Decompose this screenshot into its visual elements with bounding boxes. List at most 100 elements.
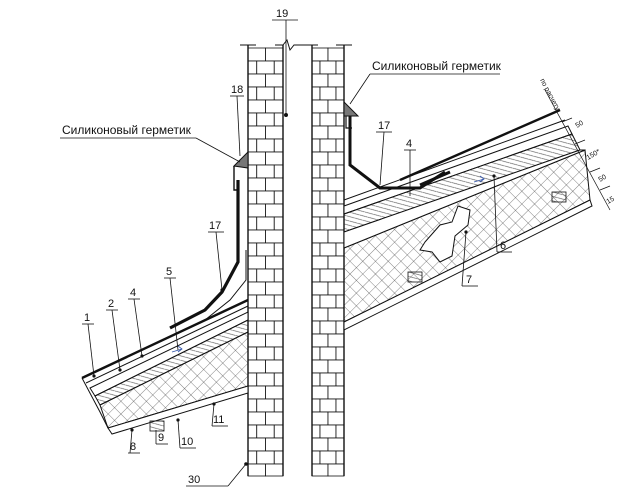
brick [335, 112, 345, 127]
brick [265, 177, 284, 192]
brick [273, 398, 284, 413]
brick [273, 424, 284, 439]
right-roof-slope [343, 108, 593, 331]
brick [247, 333, 266, 348]
wall-break-mark-top [240, 38, 352, 52]
label-18: 18 [231, 84, 243, 96]
label-2: 2 [108, 298, 114, 310]
brick [256, 372, 275, 387]
brick [319, 372, 337, 387]
brick [265, 463, 284, 477]
brick [327, 281, 345, 296]
dim-15: 15 [606, 196, 616, 206]
brick [247, 268, 258, 283]
left-sealant-bead [232, 150, 249, 169]
brick [247, 346, 258, 361]
brick [319, 86, 337, 101]
brick [247, 281, 266, 296]
brick [256, 60, 275, 75]
dim-50-bottom: 50 [598, 174, 608, 184]
brick [273, 216, 284, 231]
label-9: 9 [158, 432, 164, 444]
brick [311, 60, 321, 75]
right-roof-covering [399, 108, 561, 182]
brick [247, 307, 266, 322]
right-inner-lining [343, 199, 593, 331]
callouts: Силиконовый герметик Силиконовый гермети… [60, 8, 512, 487]
brick [335, 346, 345, 361]
right-vent-arrow [473, 175, 485, 183]
brick [335, 294, 345, 309]
brick [335, 372, 345, 387]
brick [265, 333, 284, 348]
brick [311, 73, 329, 88]
brick [311, 47, 329, 62]
brick [273, 294, 284, 309]
brick [247, 99, 266, 114]
right-batten [407, 271, 423, 283]
brick [311, 268, 321, 283]
brick [335, 424, 345, 439]
brick [327, 151, 345, 166]
left-inner-lining [107, 385, 249, 435]
brick [319, 450, 337, 465]
brick [247, 47, 266, 62]
label-sealant-right: Силиконовый герметик [372, 59, 502, 73]
brick [256, 86, 275, 101]
brick [311, 138, 321, 153]
brick [335, 216, 345, 231]
brick [327, 437, 345, 452]
brick [311, 385, 329, 400]
brick [273, 112, 284, 127]
brick [247, 320, 258, 335]
dim-50-top: 50 [575, 120, 585, 130]
brick [335, 450, 345, 465]
brick [256, 138, 275, 153]
brick [247, 229, 266, 244]
brick [327, 203, 345, 218]
brick [256, 424, 275, 439]
brick [319, 138, 337, 153]
label-19: 19 [276, 8, 288, 20]
brick [247, 112, 258, 127]
label-6: 6 [500, 240, 506, 252]
brick [273, 320, 284, 335]
brick [335, 268, 345, 283]
brick [247, 463, 266, 477]
brick [273, 268, 284, 283]
brick [327, 177, 345, 192]
brick [247, 216, 258, 231]
brick [335, 164, 345, 179]
brick [247, 385, 266, 400]
brick [311, 450, 321, 465]
chimney-right-wall [311, 47, 345, 477]
brick [256, 164, 275, 179]
left-flashing-top-bend [233, 166, 238, 191]
brick [319, 216, 337, 231]
brick [327, 333, 345, 348]
brick [311, 346, 321, 361]
dim-slope-note: по расчету [538, 78, 561, 113]
brick [327, 385, 345, 400]
brick [256, 346, 275, 361]
brick [335, 242, 345, 257]
left-under-apron [204, 250, 247, 321]
brick [311, 437, 329, 452]
brick [311, 372, 321, 387]
brick [265, 47, 284, 62]
label-1: 1 [84, 312, 90, 324]
brick [265, 411, 284, 426]
left-layer-2 [85, 305, 249, 384]
brick [311, 398, 321, 413]
brick [256, 112, 275, 127]
brick [311, 294, 321, 309]
brick [256, 398, 275, 413]
brick [335, 320, 345, 335]
brick [319, 60, 337, 75]
brick [247, 177, 266, 192]
brick [327, 229, 345, 244]
left-slope-end-cut [81, 377, 109, 429]
left-apron-flashing [169, 180, 240, 330]
brick [335, 86, 345, 101]
